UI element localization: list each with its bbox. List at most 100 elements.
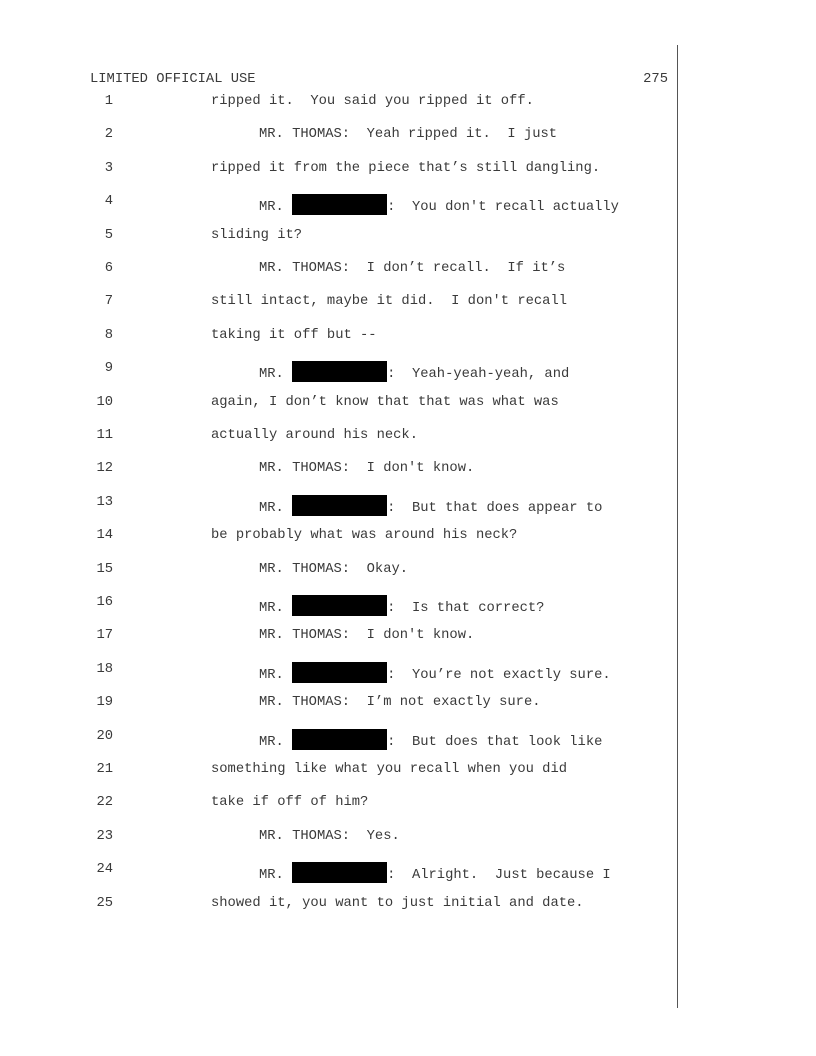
line-text: MR. : Is that correct? (259, 595, 544, 616)
line-number: 1 (104, 94, 113, 109)
line-number: 13 (96, 494, 113, 510)
line-number: 8 (104, 327, 113, 343)
line-text: MR. : But does that look like (259, 728, 602, 750)
line-text-start: MR. THOMAS: I don't know. (259, 461, 475, 477)
line-text: MR. : But that does appear to (259, 494, 603, 516)
line-number: 9 (104, 361, 113, 377)
line-text: again, I don’t know that that was what w… (211, 395, 559, 410)
line-text-start: taking it off but -- (211, 327, 377, 343)
line-text-start: MR. (259, 667, 293, 683)
line-text-start: actually around his neck. (211, 428, 418, 443)
line-text-end: : You’re not exactly sure. (387, 667, 611, 683)
transcript-line: 7 still intact, maybe it did. I don't rec… (0, 294, 680, 314)
line-number: 19 (96, 695, 113, 711)
line-number: 22 (96, 795, 113, 811)
line-text-end: : You don't recall actually (387, 200, 619, 216)
line-text: ripped it. You said you ripped it off. (211, 94, 534, 109)
line-text: ripped it from the piece that’s still da… (211, 161, 600, 176)
line-number: 20 (96, 728, 113, 744)
line-number: 24 (96, 862, 113, 878)
line-text: sliding it? (211, 228, 302, 243)
line-text: MR. THOMAS: Yes. (259, 829, 400, 844)
line-text-start: MR. THOMAS: Okay. (259, 561, 409, 577)
line-text-start: again, I don’t know that that was what w… (211, 394, 559, 410)
line-number: 3 (104, 160, 113, 176)
line-text: taking it off but -- (211, 328, 377, 343)
transcript-line: 8 taking it off but -- (0, 328, 680, 348)
line-text: still intact, maybe it did. I don't reca… (211, 294, 567, 309)
redaction-box (292, 494, 388, 516)
line-text-end: : But that does appear to (387, 500, 603, 516)
page-header: LIMITED OFFICIAL USE 275 (90, 72, 668, 90)
line-number: 15 (96, 561, 113, 577)
line-text: actually around his neck. (211, 428, 418, 443)
line-text-start: MR. (259, 367, 293, 383)
line-text: MR. THOMAS: I don’t recall. If it’s (259, 261, 565, 276)
transcript-line: 22 take if off of him? (0, 795, 680, 815)
line-text-start: something like what you recall when you … (211, 762, 568, 777)
line-text-start: MR. (259, 601, 293, 616)
line-text-start: MR. (259, 734, 293, 750)
line-number: 10 (96, 394, 113, 410)
line-number: 2 (104, 127, 113, 143)
line-number: 25 (96, 895, 113, 911)
line-text-start: MR. THOMAS: Yes. (259, 828, 400, 844)
transcript-line: 20 MR. : But does that look like (0, 728, 680, 750)
transcript-line: 6 MR. THOMAS: I don’t recall. If it’s (0, 261, 680, 281)
line-text-start: ripped it from the piece that’s still da… (211, 160, 601, 176)
right-margin-rule (677, 45, 678, 1008)
line-number: 7 (104, 294, 113, 310)
line-text: something like what you recall when you … (211, 762, 567, 777)
line-text: MR. : Yeah-yeah-yeah, and (259, 361, 569, 383)
line-number: 21 (96, 762, 113, 777)
line-text: MR. : You’re not exactly sure. (259, 661, 611, 683)
transcript-line: 17 MR. THOMAS: I don't know. (0, 628, 680, 648)
line-text: MR. : Alright. Just because I (259, 862, 611, 884)
line-text-start: MR. (259, 200, 293, 216)
line-text-start: MR. THOMAS: Yeah ripped it. I just (259, 127, 558, 143)
line-text: take if off of him? (211, 795, 368, 810)
transcript-line: 25 showed it, you want to just initial an… (0, 896, 680, 916)
line-number: 5 (104, 227, 113, 243)
classification-marking: LIMITED OFFICIAL USE (90, 72, 256, 87)
line-text-start: MR. (259, 500, 293, 516)
line-number: 4 (104, 194, 113, 210)
redaction-box (292, 595, 388, 616)
line-text: be probably what was around his neck? (211, 528, 517, 543)
transcript-line: 24 MR. : Alright. Just because I (0, 862, 680, 884)
transcript-line: 21 something like what you recall when yo… (0, 762, 680, 782)
transcript-line: 2 MR. THOMAS: Yeah ripped it. I just (0, 127, 680, 147)
line-number: 12 (96, 461, 113, 477)
line-text-start: ripped it. You said you ripped it off. (211, 94, 534, 109)
line-text-start: take if off of him? (211, 795, 369, 811)
line-text-start: sliding it? (211, 227, 303, 243)
transcript-line: 3 ripped it from the piece that’s still d… (0, 161, 680, 181)
line-number: 17 (96, 628, 113, 644)
transcript-line: 5 sliding it? (0, 228, 680, 248)
line-text-start: showed it, you want to just initial and … (211, 895, 584, 911)
line-text: showed it, you want to just initial and … (211, 896, 584, 911)
transcript-line: 9 MR. : Yeah-yeah-yeah, and (0, 361, 680, 383)
page-number: 275 (643, 72, 668, 87)
transcript-line: 11 actually around his neck. (0, 428, 680, 448)
redaction-box (292, 194, 388, 216)
line-text-start: MR. (259, 868, 293, 884)
line-text-end: : Alright. Just because I (387, 868, 611, 884)
transcript-line: 13 MR. : But that does appear to (0, 494, 680, 516)
redaction-box (292, 862, 388, 884)
redaction-box (292, 661, 388, 683)
transcript-line: 4 MR. : You don't recall actually (0, 194, 680, 216)
line-number: 6 (104, 261, 113, 276)
line-text-start: MR. THOMAS: I don't know. (259, 628, 475, 644)
line-text-start: MR. THOMAS: I don’t recall. If it’s (259, 261, 566, 276)
line-number: 11 (96, 428, 113, 443)
line-text: MR. : You don't recall actually (259, 194, 619, 216)
line-text: MR. THOMAS: Yeah ripped it. I just (259, 127, 557, 142)
redaction-box (292, 361, 388, 383)
line-text: MR. THOMAS: I don't know. (259, 628, 474, 643)
line-text: MR. THOMAS: I don't know. (259, 461, 474, 476)
